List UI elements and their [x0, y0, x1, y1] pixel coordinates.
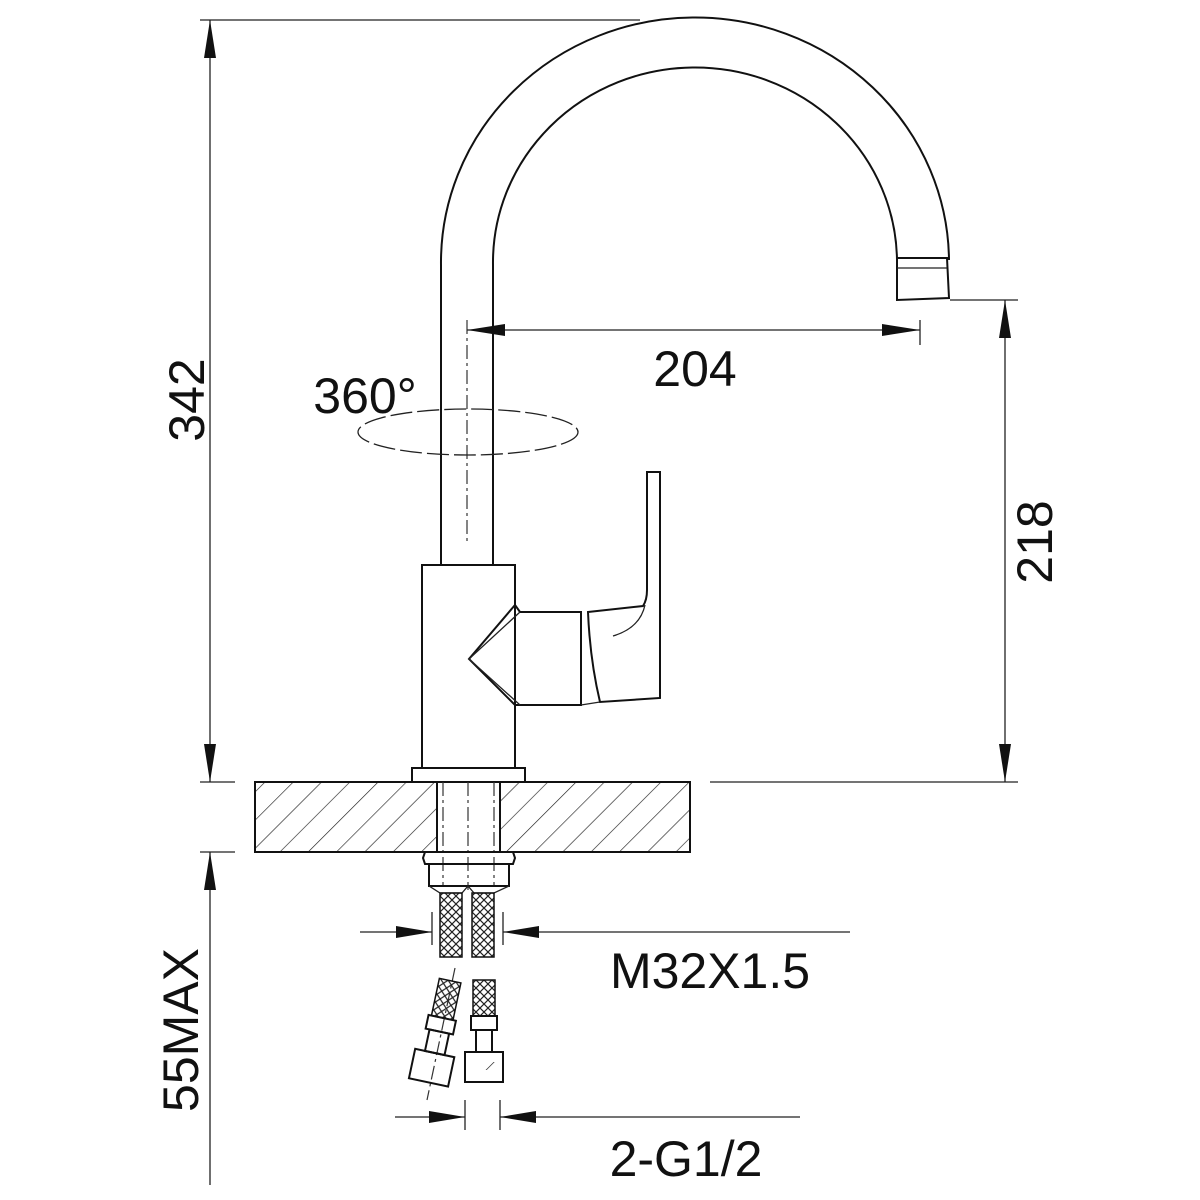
dimension-countertop-thickness: 55MAX [153, 851, 235, 1185]
hose-connection-label: 2-G1/2 [610, 1131, 763, 1187]
countertop-thickness-label: 55MAX [153, 948, 209, 1112]
dimension-mounting-thread: M32X1.5 [360, 912, 850, 999]
total-height-label: 342 [159, 358, 215, 441]
dimension-total-height: 342 [159, 19, 640, 783]
spout-height-label: 218 [1007, 500, 1063, 583]
dimension-spout-height: 218 [710, 299, 1063, 783]
dimension-hose-connection: 2-G1/2 [395, 1100, 800, 1187]
rotation-label: 360° [313, 368, 416, 424]
rotation-indicator: 360° [313, 368, 579, 456]
lever-handle [580, 471, 661, 706]
supply-hoses [407, 892, 504, 1101]
dimension-spout-reach: 204 [467, 320, 921, 397]
countertop-section [254, 781, 691, 890]
mounting-thread-label: M32X1.5 [610, 943, 810, 999]
spout-reach-label: 204 [653, 341, 736, 397]
mounting-nut [421, 851, 517, 894]
spout [439, 16, 951, 565]
faucet-body [411, 564, 582, 783]
